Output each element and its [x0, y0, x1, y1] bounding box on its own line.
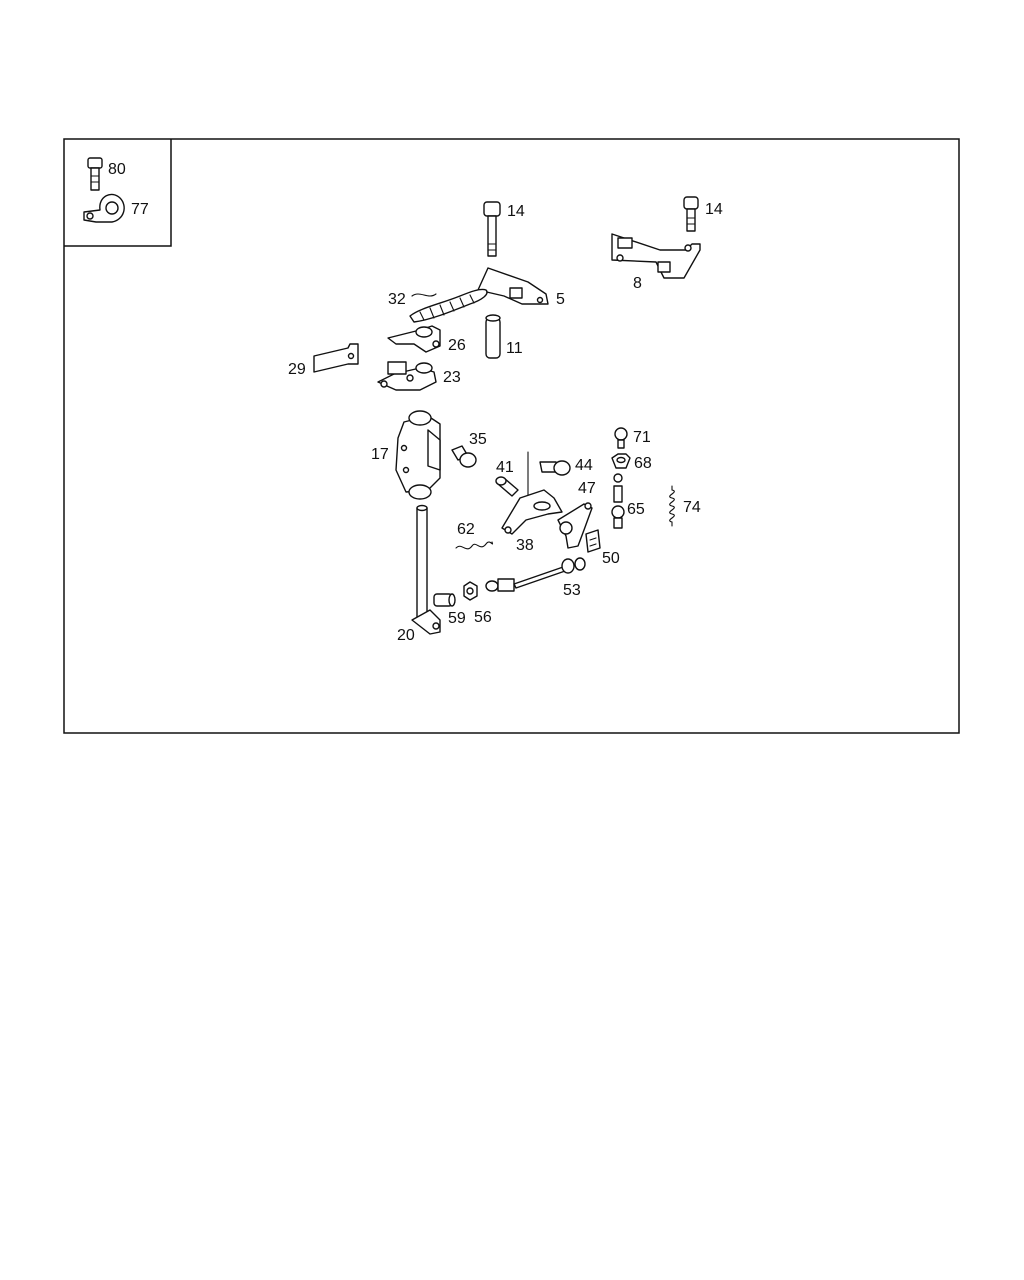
part-label: 8	[633, 275, 642, 292]
part-label: 62	[457, 521, 475, 538]
part-label: 5	[556, 291, 565, 308]
part-label: 47	[578, 480, 596, 497]
bushing-icon	[495, 476, 519, 497]
part-label: 14	[507, 203, 525, 220]
bracket-icon	[611, 233, 701, 279]
ball-joint-icon	[611, 473, 625, 529]
shaft-icon	[411, 504, 441, 635]
inset-box	[64, 139, 172, 247]
part-label: 65	[627, 501, 645, 518]
bolt-icon	[451, 445, 477, 468]
long-bolt-icon	[483, 201, 501, 257]
rod-icon	[485, 557, 586, 592]
sleeve-icon	[485, 314, 501, 359]
bearing-bracket-icon	[395, 410, 441, 500]
part-label: 14	[705, 201, 723, 218]
nut-icon	[611, 453, 631, 469]
cap-screw-icon	[87, 157, 103, 191]
part-label: 59	[448, 610, 466, 627]
part-label: 41	[496, 459, 514, 476]
part-label: 68	[634, 455, 652, 472]
spring-icon	[455, 541, 494, 550]
spring-icon	[669, 485, 675, 527]
part-label: 26	[448, 337, 466, 354]
diagram-frame	[63, 138, 960, 734]
part-label: 77	[131, 201, 149, 218]
bolt-icon	[539, 460, 571, 476]
bracket-icon	[477, 267, 549, 305]
part-label: 50	[602, 550, 620, 567]
lever-icon	[387, 325, 441, 353]
part-label: 32	[388, 291, 406, 308]
lever-icon	[557, 502, 593, 549]
lever-icon	[377, 361, 437, 391]
part-label: 23	[443, 369, 461, 386]
clip-icon	[585, 529, 601, 553]
part-labels: 80 77 14 14 5 8 32 26 11 29 23 17 35 41 …	[108, 161, 723, 644]
cable-clip-icon	[409, 288, 488, 323]
part-label: 44	[575, 457, 593, 474]
part-label: 20	[397, 627, 415, 644]
part-label: 71	[633, 429, 651, 446]
part-label: 17	[371, 446, 389, 463]
part-label: 53	[563, 582, 581, 599]
part-label: 56	[474, 609, 492, 626]
part-label: 74	[683, 499, 701, 516]
nut-icon	[463, 581, 478, 601]
part-label: 38	[516, 537, 534, 554]
part-label: 11	[506, 340, 523, 357]
lever-icon	[501, 451, 563, 535]
p-clamp-icon	[83, 193, 125, 223]
plate-icon	[313, 343, 359, 373]
bushing-icon	[433, 593, 456, 607]
short-bolt-icon	[683, 196, 699, 232]
part-label: 80	[108, 161, 126, 178]
part-label: 29	[288, 361, 306, 378]
part-label: 35	[469, 431, 487, 448]
ball-stud-icon	[614, 427, 628, 449]
